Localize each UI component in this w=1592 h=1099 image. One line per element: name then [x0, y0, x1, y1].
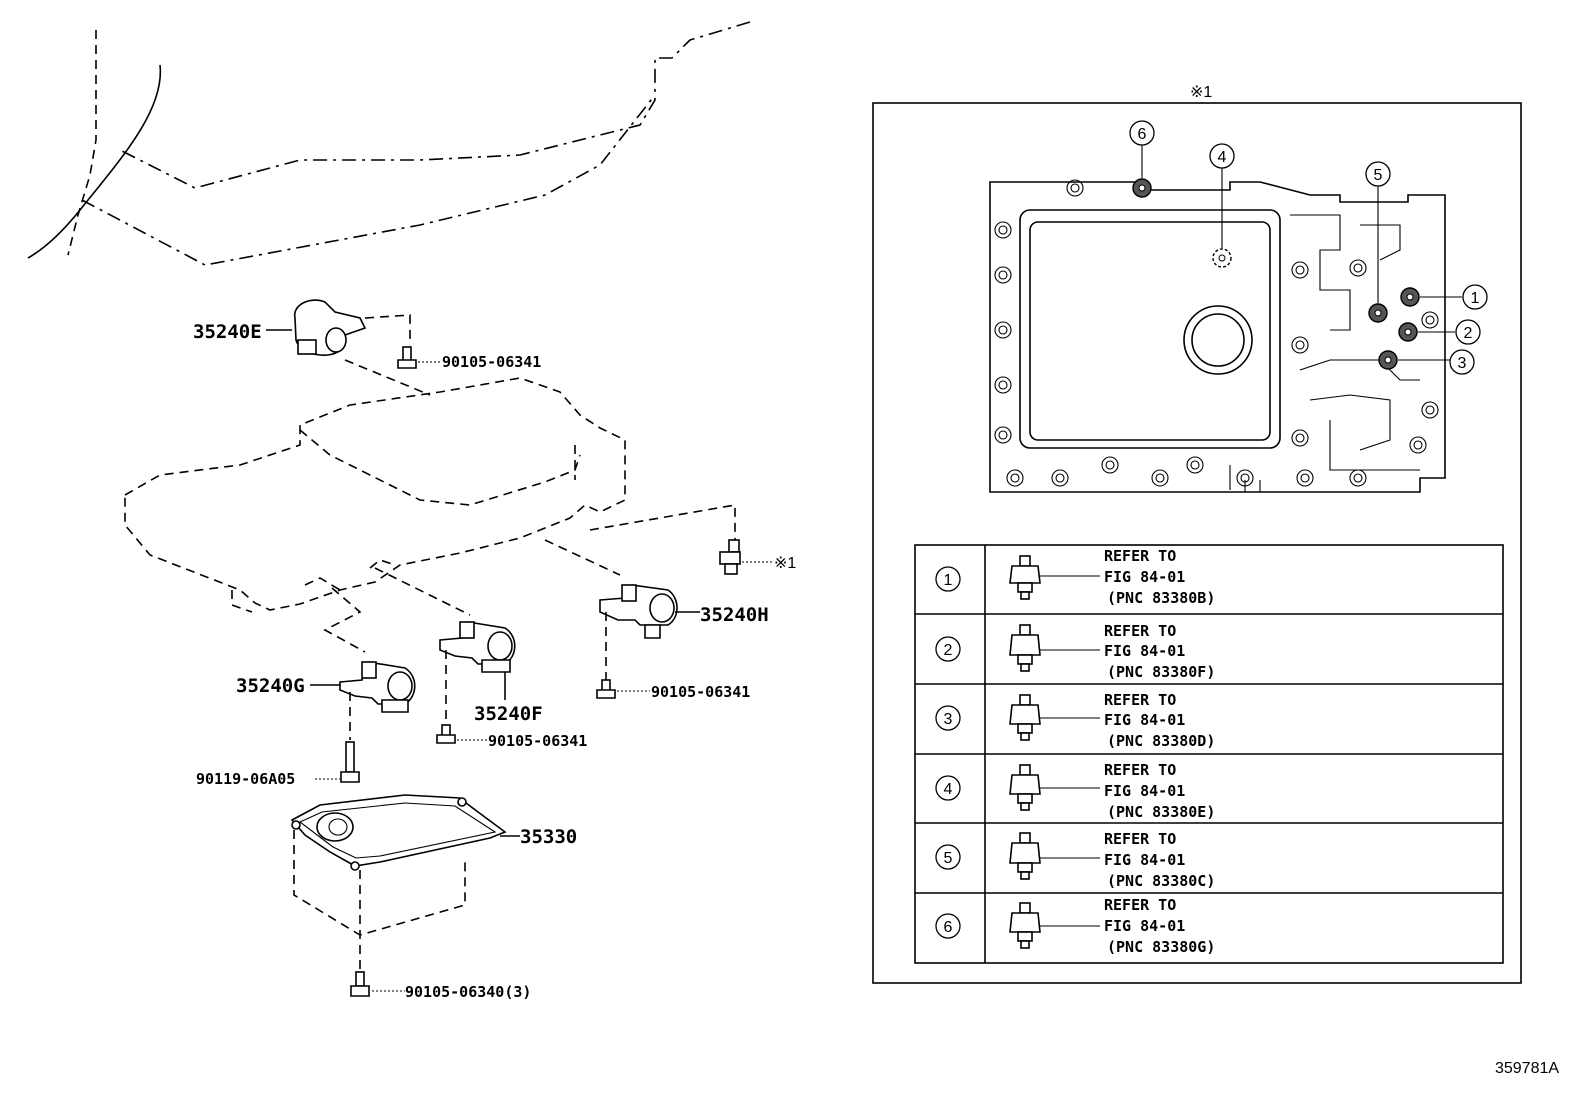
row-fig: FIG 84-01: [1104, 642, 1185, 660]
row-pnc: (PNC 83380B): [1107, 589, 1215, 607]
bolt-90105-06340[interactable]: [350, 971, 370, 997]
bolt-90119-06A05[interactable]: [340, 741, 360, 783]
label-35240G[interactable]: 35240G: [236, 675, 305, 697]
label-35240H[interactable]: 35240H: [700, 604, 769, 626]
bolt-90105-06341-mid[interactable]: [436, 724, 456, 744]
sensor-icon: [1009, 764, 1041, 811]
table-row[interactable]: 3 REFER TO FIG 84-01 (PNC 83380D): [935, 691, 1215, 750]
table-row[interactable]: 5 REFER TO FIG 84-01 (PNC 83380C): [935, 830, 1215, 890]
row-number: 5: [944, 850, 953, 867]
row-number: 4: [944, 781, 953, 798]
label-sensor-ref[interactable]: ※1: [774, 555, 796, 572]
inset-part-5: [1368, 185, 1388, 323]
svg-text:1: 1: [1471, 290, 1480, 307]
inset-callout-3: 3: [1449, 349, 1475, 375]
inset-callout-6: 6: [1129, 120, 1155, 146]
label-bolt-top[interactable]: 90105-06341: [442, 353, 541, 371]
svg-text:4: 4: [1218, 149, 1227, 166]
solenoid-35240G[interactable]: [323, 587, 416, 740]
sensor-icon: [1009, 694, 1041, 741]
row-pnc: (PNC 83380D): [1107, 732, 1215, 750]
row-pnc: (PNC 83380C): [1107, 872, 1215, 890]
table-row[interactable]: 4 REFER TO FIG 84-01 (PNC 83380E): [935, 761, 1215, 821]
solenoid-35240F[interactable]: [374, 567, 516, 725]
row-pnc: (PNC 83380G): [1107, 938, 1215, 956]
table-row[interactable]: 1 REFER TO FIG 84-01 (PNC 83380B): [935, 547, 1215, 607]
solenoid-35240E[interactable]: [294, 299, 431, 396]
row-fig: FIG 84-01: [1104, 568, 1185, 586]
valve-body-bottom-view: [989, 179, 1446, 493]
svg-text:5: 5: [1374, 167, 1383, 184]
label-bolt-right[interactable]: 90105-06341: [651, 683, 750, 701]
svg-text:3: 3: [1458, 355, 1467, 372]
inset-callout-5: 5: [1365, 161, 1391, 187]
row-refer: REFER TO: [1104, 547, 1176, 565]
label-35330[interactable]: 35330: [520, 826, 577, 848]
label-bolt-mid[interactable]: 90105-06341: [488, 732, 587, 750]
inset-frame: [872, 102, 1522, 984]
label-35240E[interactable]: 35240E: [193, 321, 262, 343]
table-row[interactable]: 6 REFER TO FIG 84-01 (PNC 83380G): [935, 896, 1215, 956]
row-number: 3: [944, 711, 953, 728]
sensor-icon: [1009, 555, 1041, 600]
speed-sensor-ref1[interactable]: [544, 504, 741, 576]
valve-body-outline: [124, 377, 626, 613]
bolt-90105-06341-top[interactable]: [397, 346, 417, 369]
svg-text:6: 6: [1138, 126, 1147, 143]
diagram-code: 359781A: [1495, 1060, 1559, 1077]
row-refer: REFER TO: [1104, 830, 1176, 848]
svg-text:2: 2: [1464, 325, 1473, 342]
row-refer: REFER TO: [1104, 622, 1176, 640]
inset-part-4: [1212, 168, 1232, 268]
label-bolt-base[interactable]: 90105-06340(3): [405, 983, 531, 1001]
inset-part-1: [1400, 287, 1462, 307]
row-fig: FIG 84-01: [1104, 851, 1185, 869]
sensor-icon: [1009, 624, 1041, 672]
reference-table: [914, 544, 1504, 964]
row-refer: REFER TO: [1104, 761, 1176, 779]
row-number: 1: [944, 572, 953, 589]
table-row[interactable]: 2 REFER TO FIG 84-01 (PNC 83380F): [935, 622, 1215, 681]
label-35240F[interactable]: 35240F: [474, 703, 543, 725]
inset-callout-2: 2: [1455, 319, 1481, 345]
label-bolt-g[interactable]: 90119-06A05: [196, 770, 295, 788]
sensor-icon: [1009, 902, 1041, 949]
row-refer: REFER TO: [1104, 896, 1176, 914]
transmission-case-outline: [27, 21, 751, 266]
row-fig: FIG 84-01: [1104, 917, 1185, 935]
row-fig: FIG 84-01: [1104, 782, 1185, 800]
inset-callout-1: 1: [1462, 284, 1488, 310]
row-refer: REFER TO: [1104, 691, 1176, 709]
row-pnc: (PNC 83380E): [1107, 803, 1215, 821]
inset-part-3: [1378, 350, 1450, 370]
oil-strainer-35330[interactable]: [290, 794, 507, 970]
row-number: 6: [944, 919, 953, 936]
inset-part-2: [1398, 322, 1455, 342]
sensor-icon: [1009, 832, 1041, 880]
solenoid-35240H[interactable]: [599, 584, 678, 680]
row-fig: FIG 84-01: [1104, 711, 1185, 729]
inset-marker: ※1: [1190, 84, 1212, 101]
bolt-90105-06341-right[interactable]: [596, 679, 616, 699]
inset-callout-4: 4: [1209, 143, 1235, 169]
row-pnc: (PNC 83380F): [1107, 663, 1215, 681]
row-number: 2: [944, 642, 953, 659]
inset-part-6: [1132, 145, 1152, 198]
